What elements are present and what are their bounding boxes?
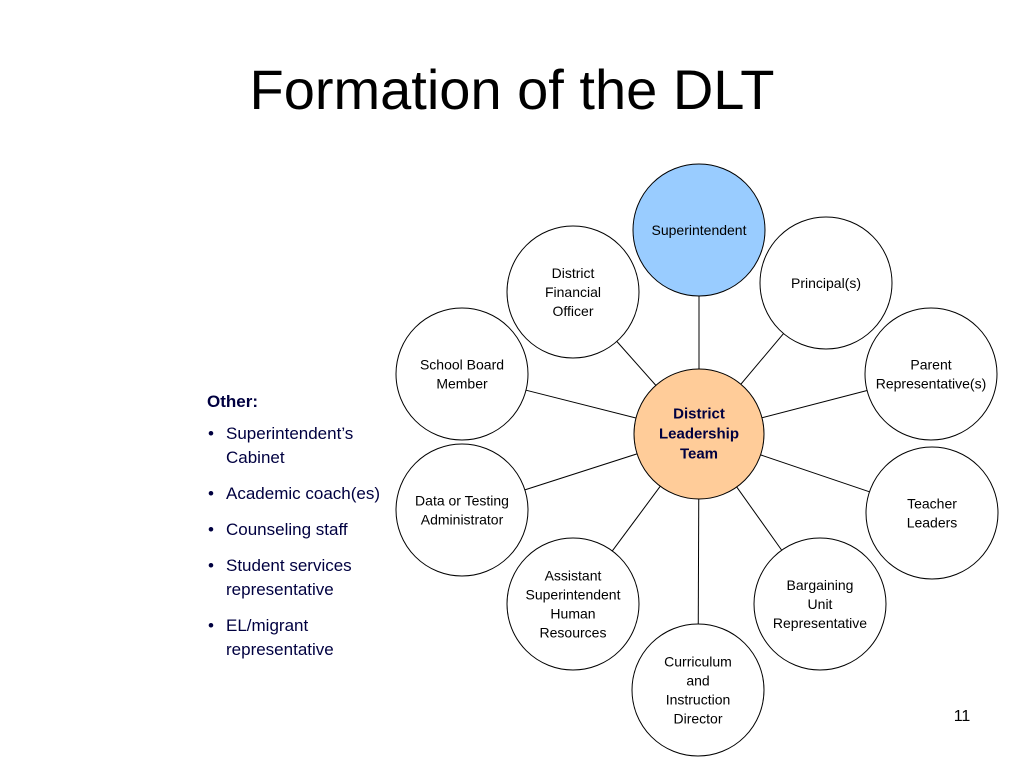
other-item: Counseling staff: [207, 518, 407, 542]
other-item: Student services representative: [207, 554, 407, 602]
page-number: 11: [953, 708, 971, 725]
role-nodes: SuperintendentPrincipal(s)ParentRepresen…: [395, 163, 999, 757]
node-label-line: District: [552, 265, 595, 281]
node-label-line: Leadership: [659, 426, 739, 443]
node-label-line: Team: [680, 446, 718, 463]
node-label-line: Teacher: [907, 496, 957, 512]
node-circle: [395, 443, 529, 577]
connector-line: [616, 341, 657, 386]
connector-line: [524, 453, 638, 491]
node-label-line: Administrator: [421, 512, 504, 528]
node-label-line: School Board: [420, 357, 504, 373]
node-label-line: Curriculum: [664, 654, 732, 670]
node-principals: Principal(s): [759, 216, 893, 350]
node-label-line: Representative: [773, 615, 867, 631]
node-circle: [864, 307, 998, 441]
node-circle: [506, 225, 640, 359]
node-label-line: Leaders: [907, 515, 958, 531]
connector-line: [761, 390, 868, 419]
node-label-line: Member: [436, 376, 488, 392]
node-label-line: District: [673, 406, 725, 423]
node-circle: [506, 537, 640, 671]
node-circle: [865, 446, 999, 580]
node-circle: [631, 623, 765, 757]
other-members-list: Other: Superintendent’s Cabinet Academic…: [207, 392, 407, 674]
node-label-line: Instruction: [666, 692, 731, 708]
node-circle: [759, 216, 893, 350]
node-label-line: and: [686, 673, 709, 689]
center-circle: [633, 368, 765, 500]
node-label-line: Bargaining: [787, 577, 854, 593]
connector-line: [740, 333, 784, 385]
node-label-line: Unit: [808, 596, 833, 612]
connector-line: [525, 389, 637, 419]
other-item: Superintendent’s Cabinet: [207, 422, 407, 470]
node-circle: [395, 307, 529, 441]
node-label-line: Assistant: [545, 568, 602, 584]
node-label-line: Resources: [540, 625, 607, 641]
node-label-line: Director: [673, 711, 722, 727]
node-label-line: Financial: [545, 284, 601, 300]
node-label-line: Superintendent: [652, 222, 747, 238]
connector-lines: [524, 296, 870, 625]
connector-line: [760, 454, 870, 493]
node-label-line: Parent: [910, 357, 951, 373]
node-superintendent: Superintendent: [632, 163, 766, 297]
other-heading: Other:: [207, 392, 258, 411]
node-label-line: Representative(s): [876, 376, 987, 392]
node-label-line: Data or Testing: [415, 493, 509, 509]
other-item: EL/migrant representative: [207, 614, 407, 662]
node-circle: [753, 537, 887, 671]
slide-title: Formation of the DLT: [249, 58, 775, 121]
node-label-line: Officer: [553, 303, 594, 319]
other-item: Academic coach(es): [207, 482, 407, 506]
node-label-line: Human: [550, 606, 595, 622]
connector-line: [611, 485, 661, 552]
node-label-line: Superintendent: [526, 587, 621, 603]
node-circle: [632, 163, 766, 297]
connector-line: [736, 486, 783, 551]
node-label-line: Principal(s): [791, 275, 861, 291]
